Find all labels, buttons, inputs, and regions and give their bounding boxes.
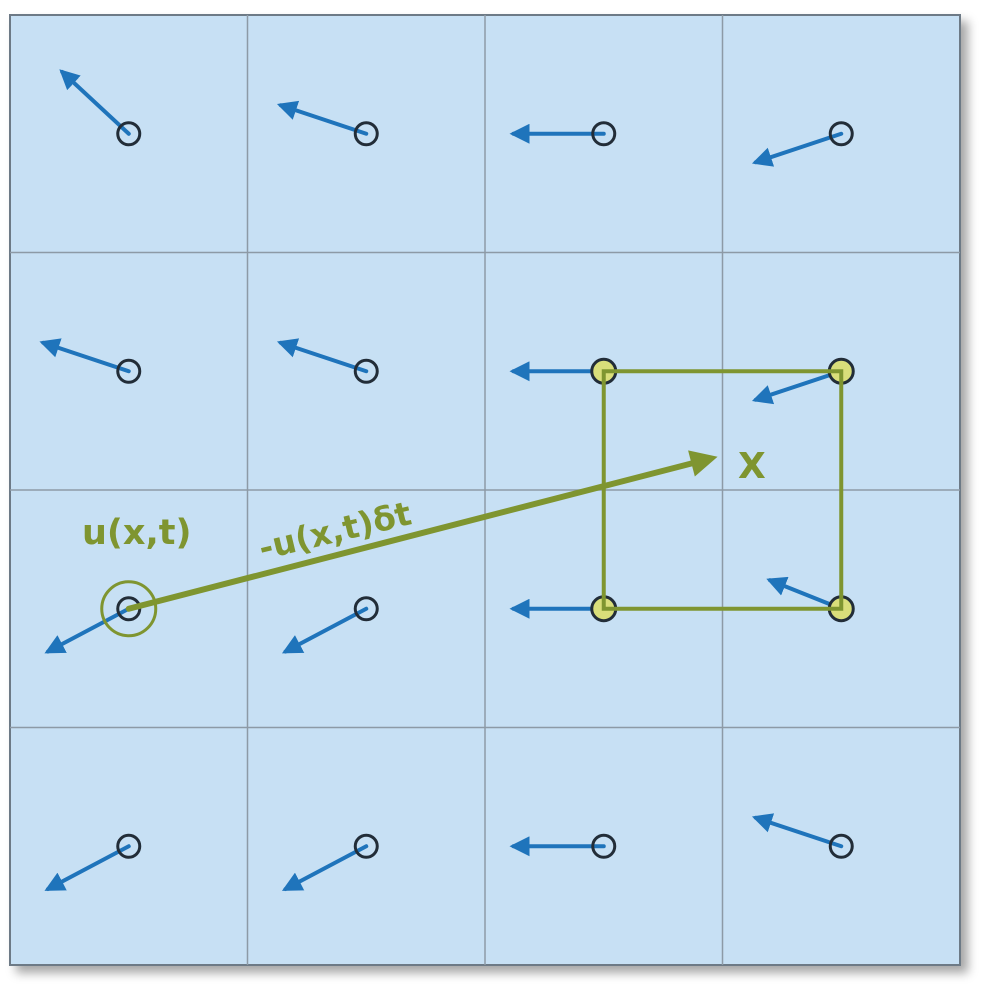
velocity-arrow (281, 844, 369, 891)
backtrace-arrow (125, 450, 718, 612)
sample-point (353, 596, 379, 622)
velocity-arrow (59, 69, 131, 136)
sample-point (353, 358, 379, 384)
destination-label: X (738, 446, 766, 487)
sample-point (828, 121, 854, 147)
velocity-arrow (44, 844, 131, 891)
interpolation-square (601, 369, 844, 611)
grid-lines (10, 15, 960, 965)
interpolation-square-outline (601, 369, 844, 611)
velocity-label: u(x,t) (82, 513, 192, 553)
velocity-arrow (44, 606, 131, 654)
velocity-arrow (281, 606, 369, 654)
sample-point (116, 121, 142, 147)
velocity-arrow (751, 813, 844, 849)
velocity-arrow (751, 369, 844, 405)
velocity-arrow (276, 100, 369, 136)
source-point-ring (100, 580, 158, 638)
sample-point (116, 833, 142, 859)
sample-point (353, 121, 379, 147)
velocity-arrow (39, 338, 131, 374)
sample-point (591, 121, 617, 147)
velocity-arrow (276, 338, 369, 374)
backtrace-path (100, 450, 718, 638)
sample-point (828, 833, 854, 859)
sample-point (353, 833, 379, 859)
velocity-arrow (751, 131, 844, 167)
velocity-vectors (39, 69, 844, 891)
sample-point (116, 358, 142, 384)
sample-point (591, 833, 617, 859)
